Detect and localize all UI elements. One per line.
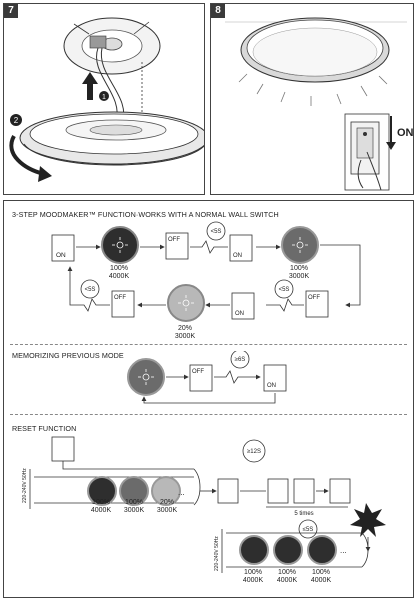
result-lamp-3 [307,535,337,565]
switch-on-text-2: ON [233,253,242,259]
switch-off-text-3: OFF [114,295,126,301]
divider-2 [10,414,407,415]
reset-lamp-3 [151,476,181,506]
reset-times: 5 times [294,511,313,517]
reset-mode2-label: 100%3000K [123,499,145,514]
divider-1 [10,344,407,345]
switch-off-text: OFF [168,237,180,243]
result-mode2-label: 100%4000K [276,569,298,584]
voltage-label: 220-240V 50Hz [22,468,28,503]
result-mode1-label: 100%4000K [242,569,264,584]
moodmaker-title: 3-STEP MOODMAKER™ FUNCTION·WORKS WITH A … [12,210,279,219]
lamp-icon-memory [127,358,165,396]
switch-on-text: ON [56,252,66,259]
step-7-panel: 7 1 2 [3,3,205,195]
reset-ellipsis: ... [178,488,185,497]
step-8-number: 8 [211,4,225,18]
marker-2: 2 [14,116,19,125]
timer-label: <5S [211,229,222,235]
reset-lamp-1 [87,476,117,506]
mode1-label: 100%4000K [108,265,130,280]
switch-off-text-2: OFF [308,295,320,301]
memorizing-title: MEMORIZING PREVIOUS MODE [12,351,124,360]
voltage-label-2: 220-240V 50Hz [214,536,220,571]
timer-label-3: <5S [85,287,96,293]
switch-on-label: ON [397,127,413,139]
lamp-icon-20pct [167,284,205,322]
switch-on-box [51,234,75,262]
switch-on-text-3: ON [235,311,244,317]
ceiling-mount-illustration: 1 2 [9,17,204,182]
mode2-label: 100%3000K [288,265,310,280]
reset-mode1-label: 100%4000K [90,499,112,514]
lamp-icon-3000k [281,226,319,264]
installed-lamp-illustration: ON [225,17,413,191]
result-mode3-label: 100%4000K [310,569,332,584]
step-7-number: 7 [4,4,18,18]
mode3-label: 20%3000K [174,325,196,340]
reset-flash-icon [350,503,386,537]
reset-diagram: 220-240V 50Hz ... ≥12S 5 times ≤5S [22,436,386,552]
result-ellipsis: ... [340,546,347,555]
reset-mode3-label: 20%3000K [156,499,178,514]
functions-panel: 3-STEP MOODMAKER™ FUNCTION·WORKS WITH A … [3,200,414,598]
marker-1: 1 [102,94,106,101]
reset-title: RESET FUNCTION [12,424,77,433]
timer-label-2: <5S [279,287,290,293]
step-8-panel: 8 ON [210,3,414,195]
lamp-icon-4000k [101,226,139,264]
result-lamp-1 [239,535,269,565]
memorizing-diagram: OFF ≥6S ON [127,351,287,404]
memory-timer: ≥6S [235,357,246,363]
result-lamp-2 [273,535,303,565]
reset-lamp-2 [119,476,149,506]
reset-timer-long: ≥12S [247,449,261,455]
reset-result-diagram: 220-240V 50Hz ... [214,529,369,573]
memory-switch-off: OFF [192,369,204,375]
moodmaker-diagram: ON OFF <5S ON OFF <5S ON [51,221,361,322]
memory-switch-on: ON [267,383,276,389]
reset-timer-short: ≤5S [303,527,314,533]
